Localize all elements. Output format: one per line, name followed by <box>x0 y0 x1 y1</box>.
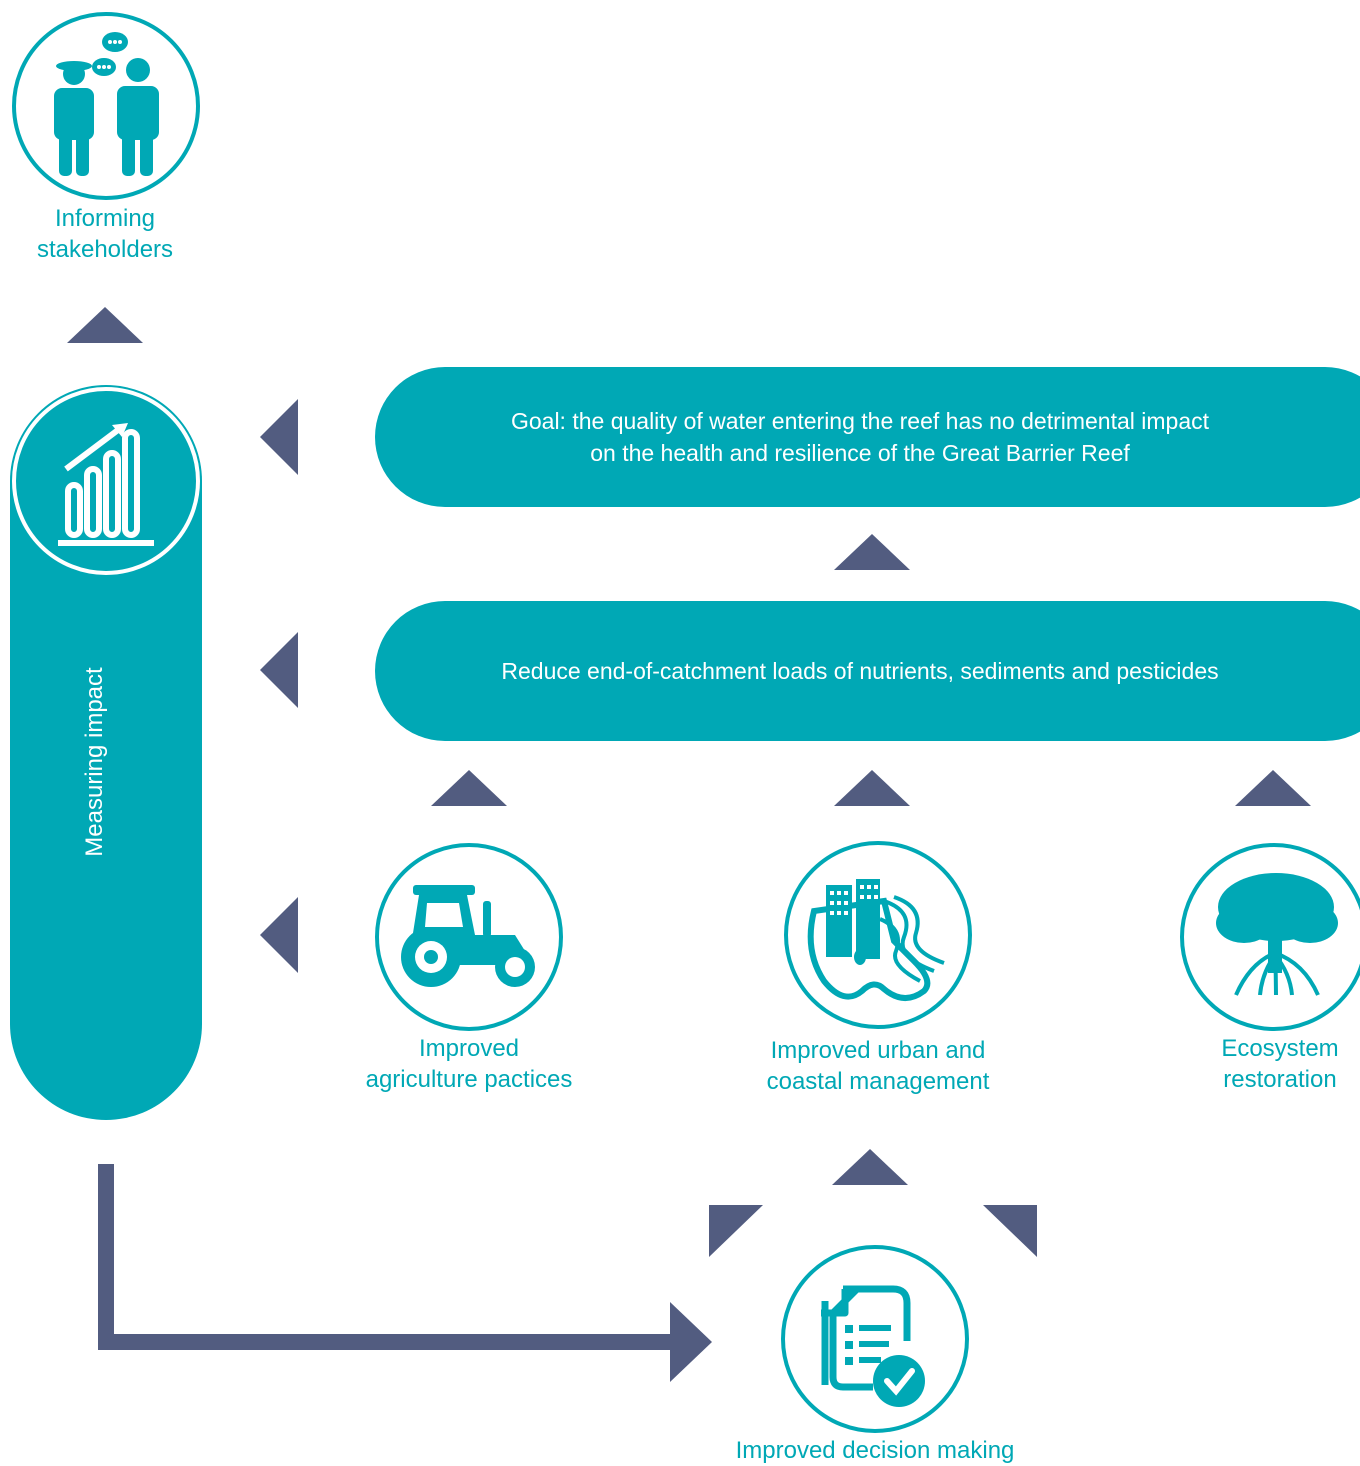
reduce-pill: Reduce end-of-catchment loads of nutrien… <box>375 601 1360 741</box>
goal-pill: Goal: the quality of water entering the … <box>375 367 1360 507</box>
decision-label: Improved decision making <box>735 1437 1015 1464</box>
decision-circle <box>781 1245 969 1433</box>
agriculture-line1: Improved <box>418 1035 520 1062</box>
people-talking-icon <box>54 32 159 176</box>
city-coast-icon <box>807 879 945 1001</box>
goal-line2: on the health and resilience of the Grea… <box>590 440 1130 466</box>
informing-line2: stakeholders <box>36 236 174 263</box>
arrow-up-from-decision <box>832 1149 908 1185</box>
arrow-up-agriculture <box>431 770 507 806</box>
bar-chart-growth-icon <box>58 423 154 546</box>
arrow-diagonal-up-right <box>983 1205 1037 1257</box>
ecosystem-line1: Ecosystem <box>1221 1035 1339 1062</box>
arrow-up-ecosystem <box>1235 770 1311 806</box>
tractor-icon <box>401 885 535 987</box>
arrow-left-goal <box>260 399 298 475</box>
arrow-left-reduce <box>260 632 298 708</box>
informing-label: Informing stakeholders <box>0 203 210 265</box>
urban-label: Improved urban and coastal management <box>738 1035 1018 1097</box>
urban-line1: Improved urban and <box>770 1037 986 1064</box>
ecosystem-line2: restoration <box>1223 1066 1337 1093</box>
arrow-up-urban <box>834 770 910 806</box>
arrow-measuring-to-decision <box>98 1164 712 1382</box>
reduce-label: Reduce end-of-catchment loads of nutrien… <box>501 658 1219 684</box>
urban-line2: coastal management <box>766 1068 990 1095</box>
goal-line1: Goal: the quality of water entering the … <box>510 408 1210 434</box>
arrow-left-agriculture <box>260 897 298 973</box>
arrow-diagonal-up-left <box>709 1205 763 1257</box>
checklist-icon <box>821 1285 925 1407</box>
mangrove-tree-icon <box>1216 873 1338 996</box>
agriculture-label: Improved agriculture pactices <box>340 1033 598 1095</box>
arrow-up-to-goal <box>834 534 910 570</box>
agriculture-line2: agriculture pactices <box>365 1066 573 1093</box>
arrow-up-to-informing <box>67 307 143 343</box>
ecosystem-label: Ecosystem restoration <box>1160 1033 1360 1095</box>
informing-line1: Informing <box>54 205 156 232</box>
measuring-label: Measuring impact <box>81 667 108 857</box>
